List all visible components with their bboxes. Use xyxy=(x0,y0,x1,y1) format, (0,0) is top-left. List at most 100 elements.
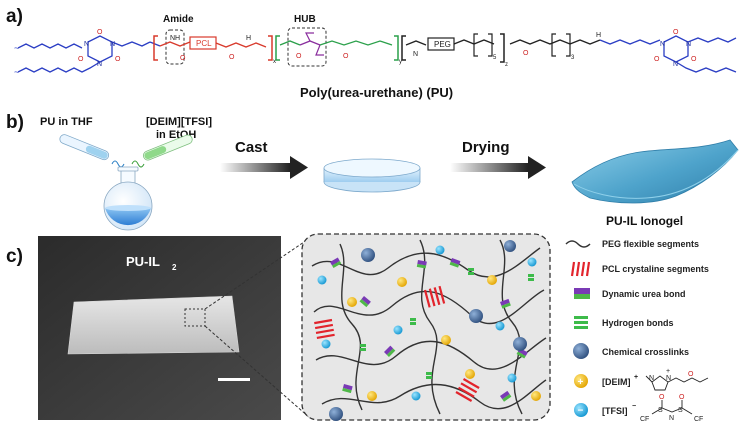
product-label: PU-IL Ionogel xyxy=(606,214,683,228)
svg-text:O: O xyxy=(654,56,660,63)
legend-deim-symbol xyxy=(574,374,588,388)
hub-label: HUB xyxy=(294,14,316,25)
legend: PEG flexible segments PCL crystaline seg… xyxy=(565,239,709,423)
zoom-box xyxy=(184,308,206,327)
urea-bonds xyxy=(330,257,528,402)
test-tube-il xyxy=(142,134,193,161)
svg-text:O: O xyxy=(688,371,694,378)
legend-tfsi-symbol xyxy=(574,403,588,417)
panel-a-label: a) xyxy=(6,6,23,27)
svg-text:x: x xyxy=(273,59,276,65)
round-bottom-flask xyxy=(103,166,153,231)
svg-text:PCL: PCL xyxy=(196,39,212,48)
panel-c: c) PU-IL 2 xyxy=(6,233,709,423)
zoom-line-bottom xyxy=(204,325,311,419)
svg-text:H: H xyxy=(596,32,601,39)
svg-text:S: S xyxy=(678,407,683,414)
arrow-drying xyxy=(450,156,546,179)
petri-dish xyxy=(323,158,421,193)
svg-text:N: N xyxy=(673,61,678,68)
svg-text:O: O xyxy=(679,394,685,401)
test-tube-pu xyxy=(59,134,110,161)
pour-drop-left xyxy=(111,160,125,168)
tfsi-structure xyxy=(651,400,693,415)
panel-a: a) N N N O O O ~ ~ Amide NH O PC xyxy=(6,6,737,100)
arrow-cast xyxy=(220,156,308,179)
legend-deim-sup: + xyxy=(634,374,638,381)
legend-urea-label: Dynamic urea bond xyxy=(602,289,686,299)
svg-text:N: N xyxy=(669,415,674,422)
legend-hbond-symbol xyxy=(574,316,588,329)
svg-text:NH: NH xyxy=(170,35,180,42)
deim-cations xyxy=(347,275,541,401)
peg-chains xyxy=(311,239,547,415)
legend-peg-symbol xyxy=(565,240,591,248)
svg-text:+: + xyxy=(578,377,584,388)
svg-text:H: H xyxy=(246,35,251,42)
svg-text:N: N xyxy=(84,41,89,48)
chemical-crosslink-nodes xyxy=(329,240,527,421)
pcl-segment: Amide NH O PCL O H x xyxy=(149,14,276,65)
pour-drop-right xyxy=(131,160,145,168)
right-trimer xyxy=(599,35,737,73)
panel-b: b) PU in THF [DEIM][TFSI] in EtOH Cast xyxy=(6,112,739,231)
svg-text:N: N xyxy=(660,41,665,48)
left-trimer xyxy=(17,35,151,73)
legend-deim-label: [DEIM] xyxy=(602,377,631,387)
sample-photo: PU-IL 2 xyxy=(38,236,281,420)
svg-text:N: N xyxy=(110,41,115,48)
legend-urea-symbol xyxy=(574,288,590,299)
svg-text:−: − xyxy=(578,406,584,417)
svg-text:3: 3 xyxy=(571,55,575,61)
svg-text:5: 5 xyxy=(493,55,497,61)
panel-c-label: c) xyxy=(6,246,23,267)
legend-crosslink-label: Chemical crosslinks xyxy=(602,347,689,357)
photo-label-sub: 2 xyxy=(172,263,177,272)
photo-label: PU-IL xyxy=(126,254,160,269)
legend-hbond-label: Hydrogen bonds xyxy=(602,318,674,328)
panel-b-label: b) xyxy=(6,112,24,133)
right-trimer-atoms: N N N O O O xyxy=(654,29,697,68)
network-schematic xyxy=(301,233,551,421)
hub-box xyxy=(287,27,327,67)
peg-segment: N PEG 5 z 3 O H xyxy=(401,32,601,68)
svg-text:+: + xyxy=(666,368,670,375)
legend-crosslink-symbol xyxy=(573,343,589,359)
ionogel-film xyxy=(571,139,739,204)
svg-text:N: N xyxy=(686,41,691,48)
chain-end-squiggle: ~ xyxy=(14,67,19,77)
legend-tfsi-sup: − xyxy=(632,403,636,410)
hub-segment: HUB O O y xyxy=(275,14,402,67)
svg-text:O: O xyxy=(523,50,529,57)
svg-text:CF: CF xyxy=(694,416,703,423)
chain-end-squiggle: ~ xyxy=(14,43,19,53)
svg-text:CF: CF xyxy=(640,416,649,423)
legend-tfsi-label: [TFSI] xyxy=(602,406,628,416)
svg-text:O: O xyxy=(673,29,679,36)
step-cast: Cast xyxy=(235,139,268,156)
tfsi-anions xyxy=(317,245,537,401)
svg-text:N: N xyxy=(413,51,418,58)
svg-text:O: O xyxy=(659,394,665,401)
legend-peg-label: PEG flexible segments xyxy=(602,239,699,249)
step-drying: Drying xyxy=(462,139,510,156)
legend-pcl-label: PCL crystaline segments xyxy=(602,264,709,274)
svg-text:O: O xyxy=(97,29,103,36)
zoom-line-top xyxy=(204,237,311,310)
deim-structure xyxy=(645,375,709,391)
pu-title: Poly(urea-urethane) (PU) xyxy=(300,85,453,100)
pcl-crystalline-bundles xyxy=(314,285,480,402)
svg-text:N: N xyxy=(649,375,654,382)
svg-text:y: y xyxy=(399,59,402,65)
left-trimer-atoms: N N N O O O xyxy=(78,29,121,68)
svg-text:O: O xyxy=(115,56,121,63)
amide-label: Amide xyxy=(163,14,194,25)
ionogel-strip xyxy=(67,295,240,355)
svg-text:S: S xyxy=(658,407,663,414)
svg-text:O: O xyxy=(78,56,84,63)
legend-pcl-symbol xyxy=(570,261,591,277)
amide-box xyxy=(165,29,185,65)
svg-text:O: O xyxy=(691,56,697,63)
reagent-deim-line1: [DEIM][TFSI] xyxy=(146,116,212,128)
svg-text:O: O xyxy=(229,54,235,61)
